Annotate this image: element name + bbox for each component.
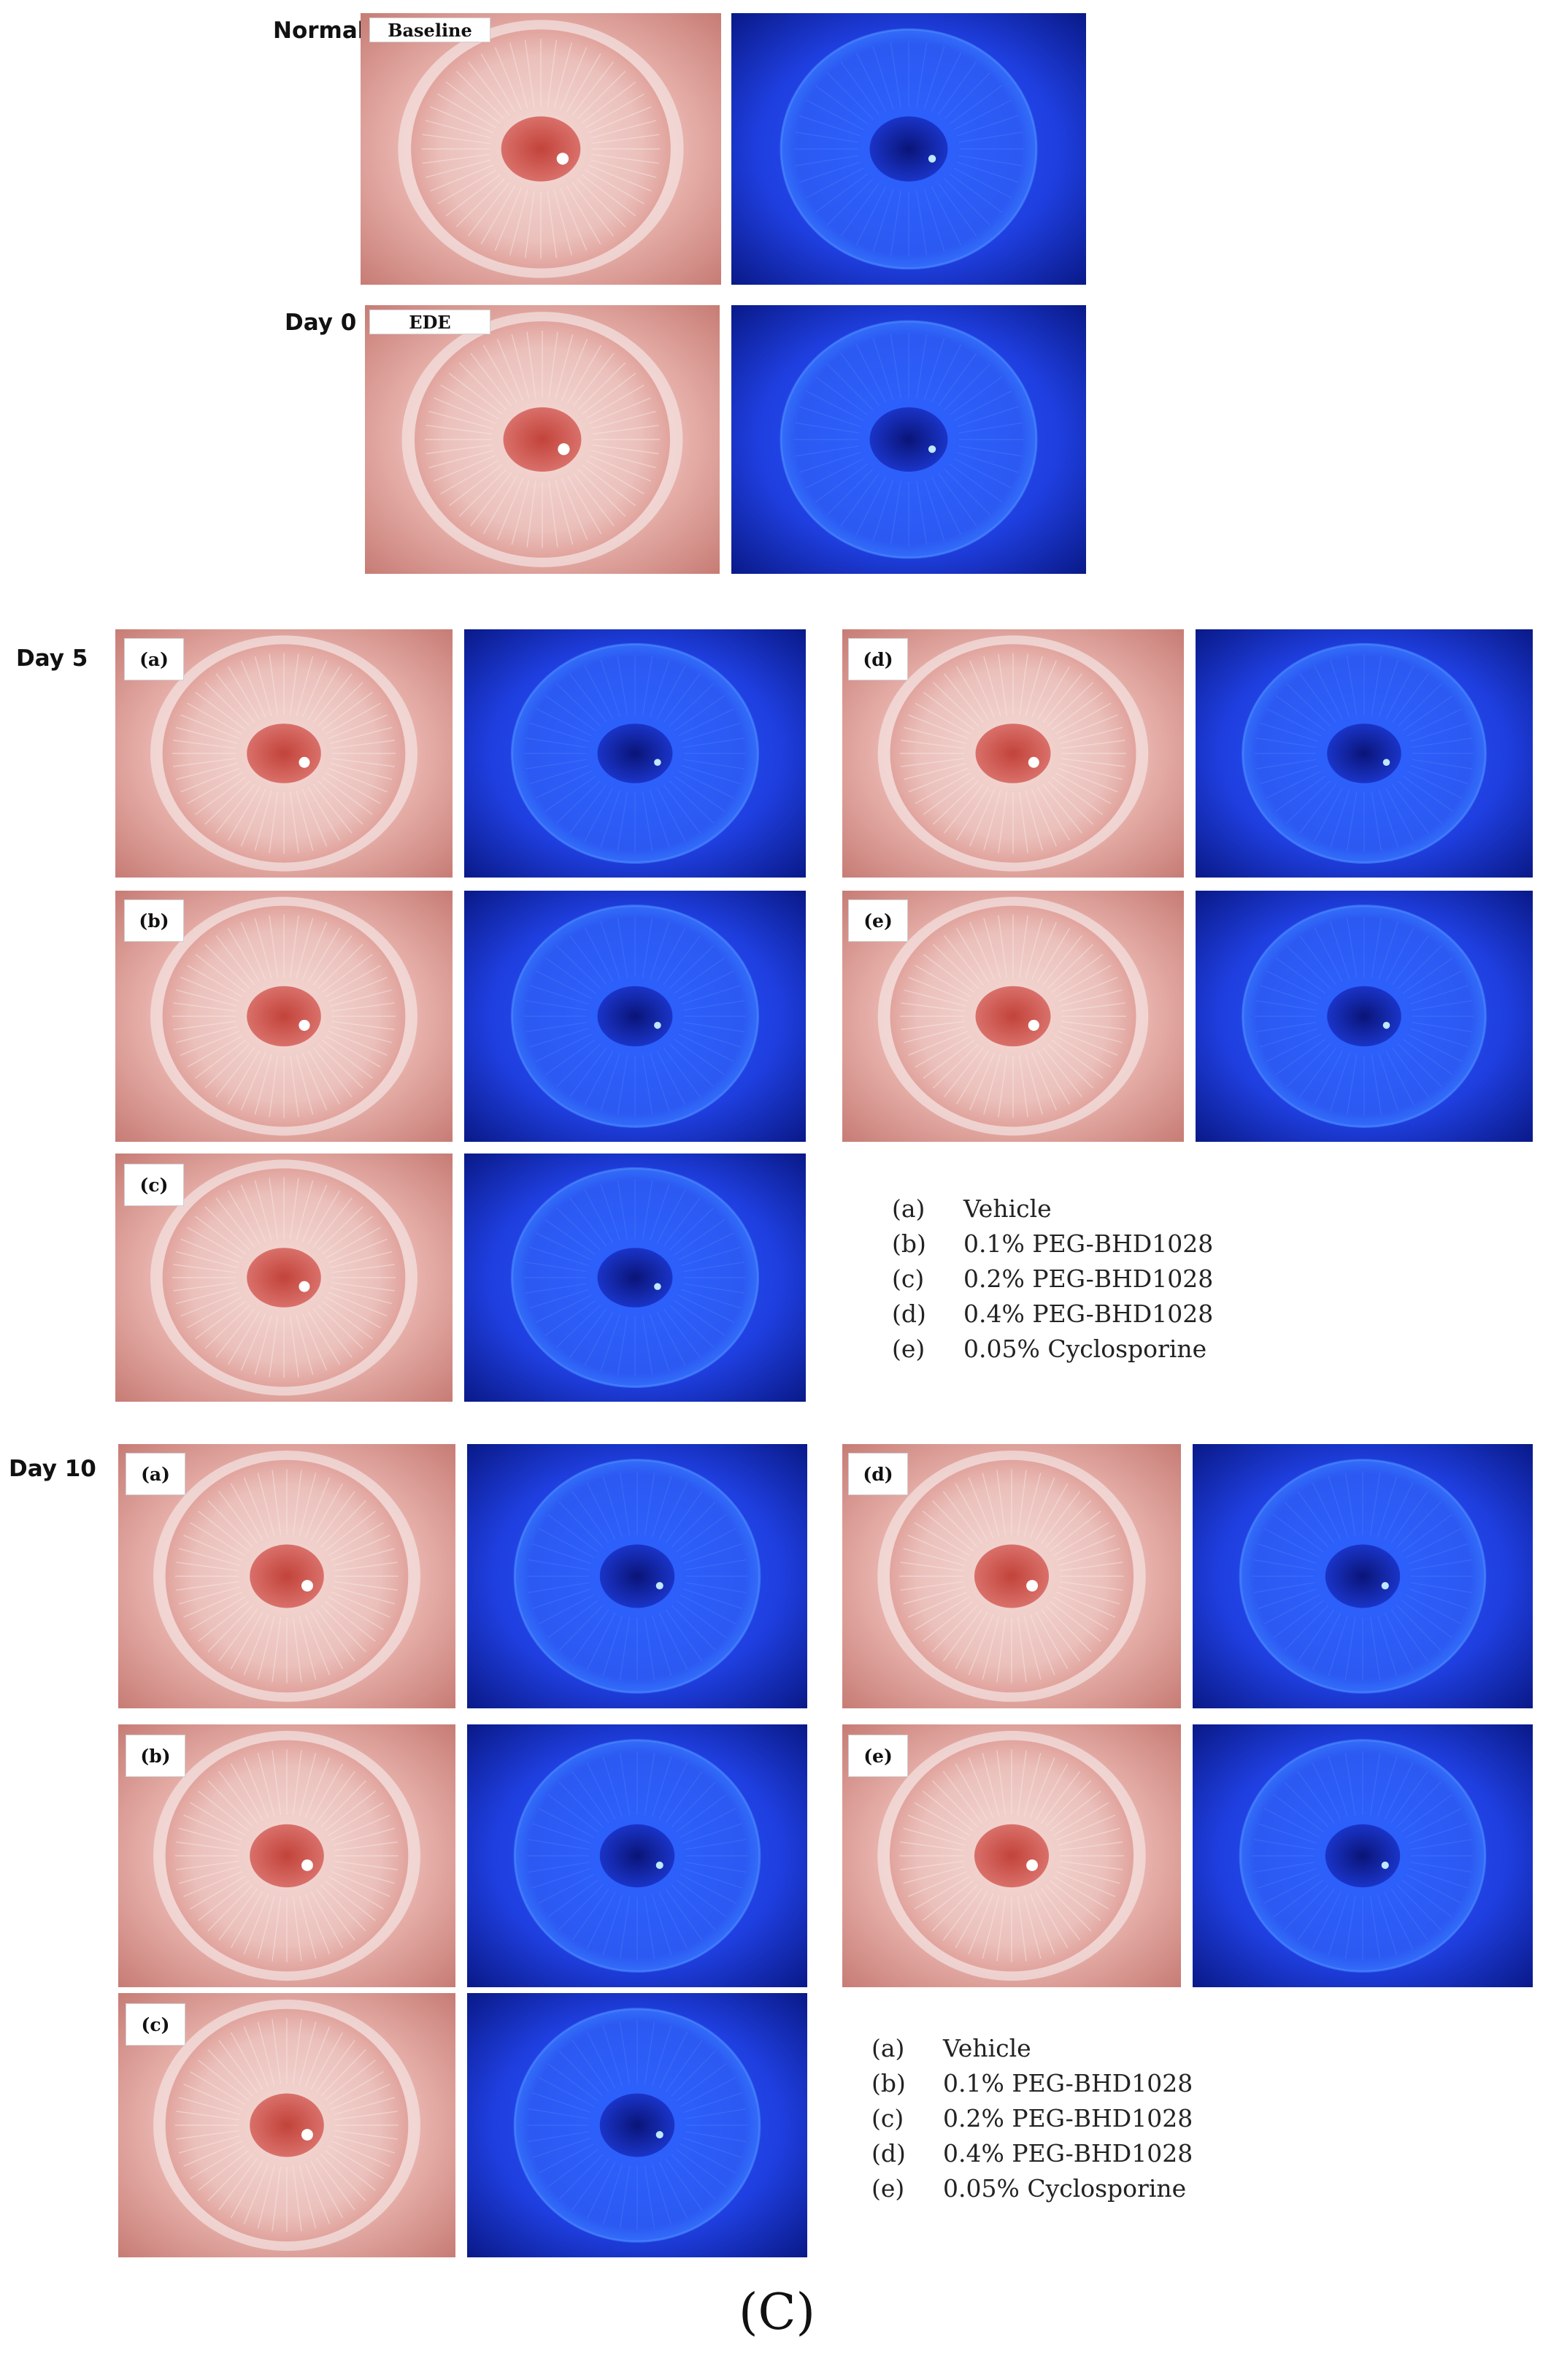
eye-photo-day10-e-fluorescein [1193,1724,1533,1987]
tag-day10-a: (a) [126,1453,185,1495]
legend-item: (a)Vehicle [871,2034,1031,2062]
tag-day5-d: (d) [848,638,908,680]
eye-photo-day5-c-white [115,1153,453,1402]
tag-day10-e: (e) [848,1735,908,1777]
tag-day5-e: (e) [848,899,908,942]
eye-photo-day5-a-fluorescein [464,629,806,878]
eye-photo-day5-d-white [842,629,1184,878]
legend-item: (e)0.05% Cyclosporine [892,1335,1207,1363]
tag-day5-b: (b) [124,899,184,942]
eye-photo-normal-white [361,13,721,285]
eye-photo-day10-c-fluorescein [467,1993,807,2257]
tag-ede: EDE [369,310,490,334]
tag-day5-c: (c) [124,1164,184,1206]
eye-photo-day10-d-white [842,1444,1181,1708]
legend-item: (d)0.4% PEG-BHD1028 [892,1300,1214,1328]
legend-item: (c)0.2% PEG-BHD1028 [871,2104,1193,2133]
row-label-day10: Day 10 [9,1456,96,1482]
legend-item: (d)0.4% PEG-BHD1028 [871,2139,1193,2168]
eye-photo-day10-d-fluorescein [1193,1444,1533,1708]
eye-photo-day0-fluorescein [731,305,1086,574]
eye-photo-day10-b-fluorescein [467,1724,807,1987]
tag-day10-c: (c) [126,2003,185,2046]
row-label-day5: Day 5 [16,645,88,672]
legend-item: (a)Vehicle [892,1194,1052,1223]
eye-photo-day0-white [365,305,720,574]
legend-item: (b)0.1% PEG-BHD1028 [892,1229,1214,1258]
figure-label: (C) [739,2284,816,2341]
tag-day10-d: (d) [848,1453,908,1495]
eye-photo-day5-d-fluorescein [1196,629,1533,878]
legend-item: (e)0.05% Cyclosporine [871,2174,1187,2203]
row-label-day0: Day 0 [285,310,357,336]
eye-photo-normal-fluorescein [731,13,1086,285]
tag-day5-a: (a) [124,638,184,680]
eye-photo-day5-e-white [842,891,1184,1142]
eye-photo-day5-e-fluorescein [1196,891,1533,1142]
eye-photo-day10-e-white [842,1724,1181,1987]
eye-photo-day5-c-fluorescein [464,1153,806,1402]
legend-day10: (a)Vehicle (b)0.1% PEG-BHD1028 (c)0.2% P… [871,2031,1193,2206]
legend-item: (c)0.2% PEG-BHD1028 [892,1264,1214,1293]
eye-photo-day5-a-white [115,629,453,878]
legend-day5: (a)Vehicle (b)0.1% PEG-BHD1028 (c)0.2% P… [892,1191,1213,1367]
eye-photo-day10-a-fluorescein [467,1444,807,1708]
legend-item: (b)0.1% PEG-BHD1028 [871,2069,1193,2097]
eye-photo-day5-b-fluorescein [464,891,806,1142]
eye-photo-day10-c-white [118,1993,455,2257]
tag-baseline: Baseline [369,18,490,42]
row-label-normal: Normal [273,18,366,44]
tag-day10-b: (b) [126,1735,185,1777]
